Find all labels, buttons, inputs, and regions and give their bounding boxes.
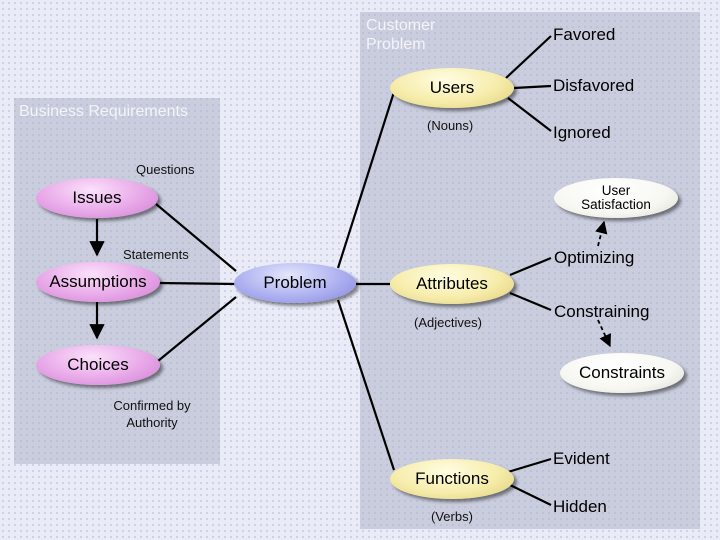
link-assumptions-problem	[157, 281, 237, 286]
user-satisfaction-line-1: User	[601, 183, 631, 198]
constraining-label: Constraining	[554, 302, 650, 321]
customer-problem-title-line-1: Customer	[366, 17, 436, 34]
link-users-disfavored	[513, 84, 552, 90]
problem-node: Problem	[234, 263, 356, 303]
adjectives-label: (Adjectives)	[414, 315, 482, 330]
hidden-label: Hidden	[553, 497, 607, 516]
link-problem-users	[336, 91, 396, 269]
verbs-label: (Verbs)	[431, 509, 473, 524]
user-satisfaction-line-2: Satisfaction	[581, 197, 651, 212]
confirmed-by-line: Confirmed by	[113, 398, 191, 413]
favored-label: Favored	[553, 25, 616, 44]
link-problem-functions	[336, 299, 396, 471]
choices-node: Choices	[36, 345, 160, 385]
user-satisfaction-node: User Satisfaction	[554, 178, 678, 218]
assumptions-node: Assumptions	[36, 262, 160, 302]
customer-problem-title-line-2: Problem	[366, 36, 426, 53]
business-requirements-title: Business Requirements	[19, 103, 188, 120]
statements-label: Statements	[123, 247, 189, 262]
disfavored-label: Disfavored	[553, 76, 635, 95]
link-attributes-optimizing	[509, 256, 552, 277]
constraints-node: Constraints	[560, 353, 684, 393]
ignored-label: Ignored	[553, 123, 611, 142]
link-users-ignored	[507, 97, 552, 132]
questions-label: Questions	[136, 162, 195, 177]
link-choices-problem	[157, 296, 237, 362]
link-functions-hidden	[507, 483, 552, 506]
confirmed-by-authority-label: Confirmed by Authority	[105, 397, 199, 431]
link-functions-evident	[507, 457, 552, 474]
link-issues-problem	[155, 203, 237, 272]
authority-line: Authority	[126, 415, 178, 430]
arrow-optimizing-satisfaction	[595, 220, 608, 247]
functions-node: Functions	[390, 459, 514, 499]
customer-problem-title: Customer Problem	[366, 16, 435, 54]
optimizing-label: Optimizing	[554, 248, 635, 267]
users-node: Users	[390, 68, 514, 108]
link-attributes-constraining	[509, 291, 552, 312]
evident-label: Evident	[553, 449, 610, 468]
issues-node: Issues	[36, 178, 158, 218]
nouns-label: (Nouns)	[427, 118, 474, 133]
arrow-constraining-constraints	[597, 319, 611, 348]
link-users-favored	[505, 35, 552, 79]
attributes-node: Attributes	[390, 264, 514, 304]
